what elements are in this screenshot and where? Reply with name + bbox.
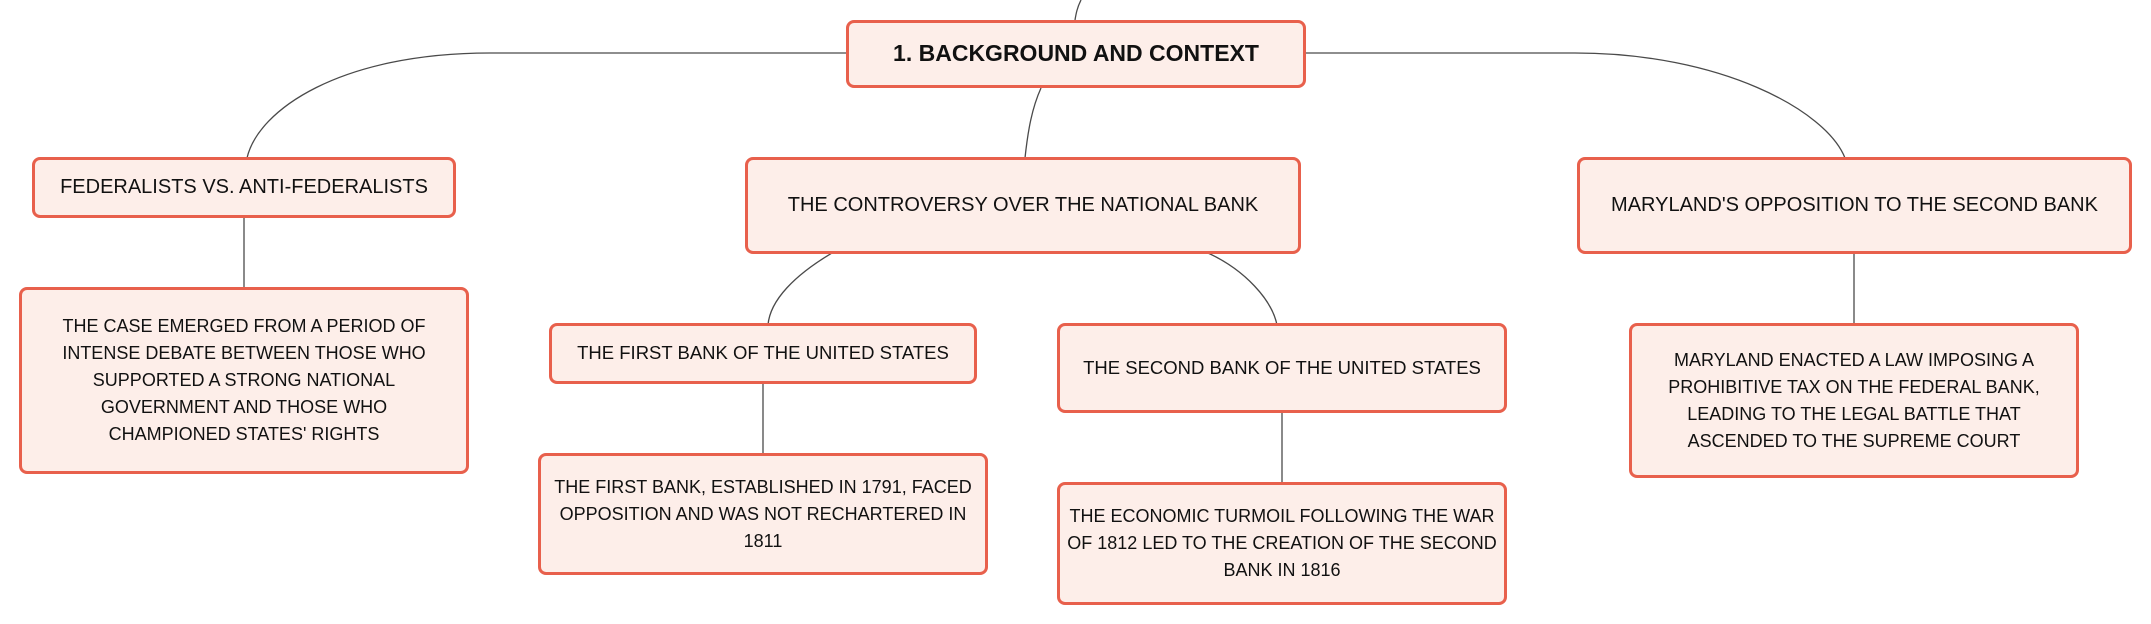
connector-parent-to-root [1074, 0, 1082, 21]
connector-national-bank-to-first-bank [767, 252, 833, 326]
maryland-topic-node[interactable]: MARYLAND'S OPPOSITION TO THE SECOND BANK [1577, 157, 2132, 254]
second-bank-node[interactable]: THE SECOND BANK OF THE UNITED STATES [1057, 323, 1507, 413]
connector-root-to-federalists [246, 52, 847, 159]
federalists-detail-node[interactable]: THE CASE EMERGED FROM A PERIOD OF INTENS… [19, 287, 469, 474]
federalists-topic-node[interactable]: FEDERALISTS VS. ANTI-FEDERALISTS [32, 157, 456, 218]
connector-root-to-national-bank [1024, 87, 1042, 159]
second-bank-detail-node[interactable]: THE ECONOMIC TURMOIL FOLLOWING THE WAR O… [1057, 482, 1507, 605]
first-bank-detail-node[interactable]: THE FIRST BANK, ESTABLISHED IN 1791, FAC… [538, 453, 988, 575]
national-bank-topic-node[interactable]: THE CONTROVERSY OVER THE NATIONAL BANK [745, 157, 1301, 254]
connector-national-bank-to-second-bank [1207, 252, 1278, 326]
root-topic-node[interactable]: 1. BACKGROUND AND CONTEXT [846, 20, 1306, 88]
maryland-detail-node[interactable]: MARYLAND ENACTED A LAW IMPOSING A PROHIB… [1629, 323, 2079, 478]
connector-root-to-maryland [1305, 52, 1846, 159]
first-bank-node[interactable]: THE FIRST BANK OF THE UNITED STATES [549, 323, 977, 384]
